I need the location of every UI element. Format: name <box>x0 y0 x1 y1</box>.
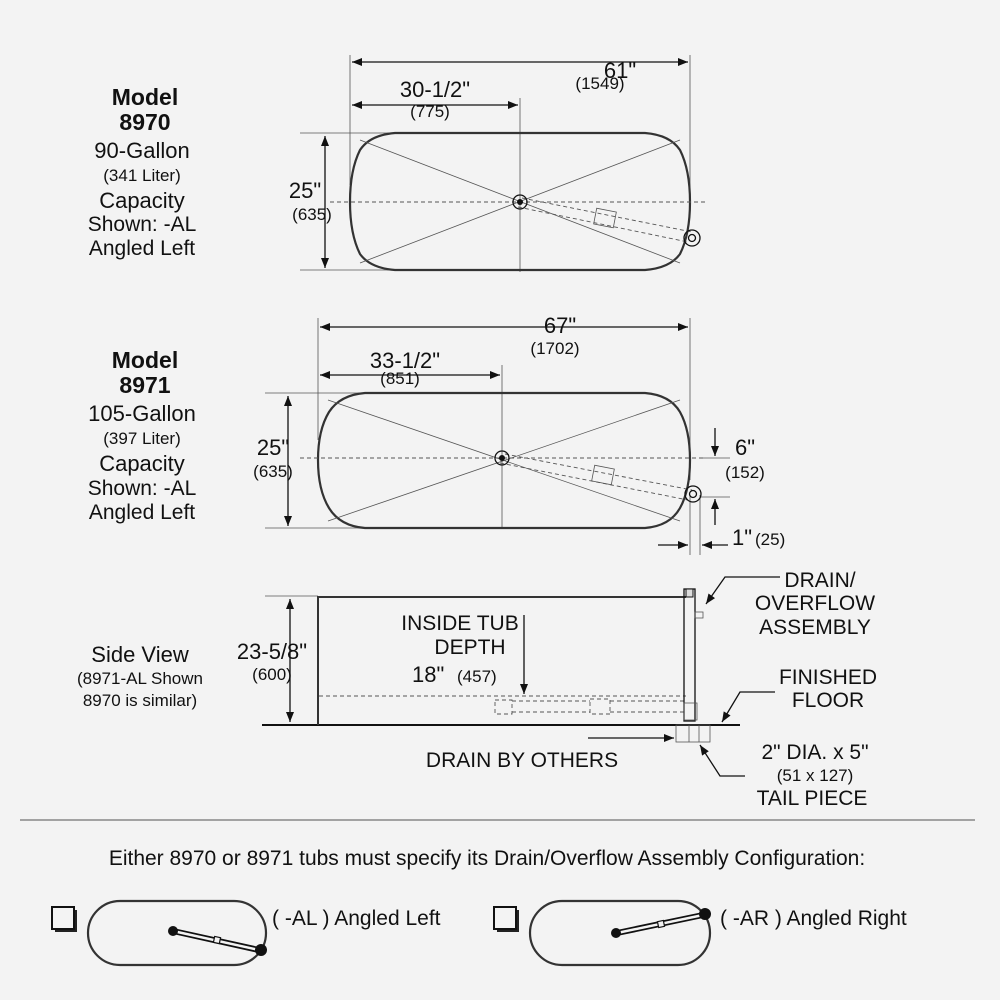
tail-piece-label: TAIL PIECE <box>757 787 868 810</box>
length-mm: (1549) <box>575 74 624 93</box>
tail-piece <box>675 724 711 743</box>
tub-ar-icon <box>528 899 712 967</box>
option-ar-label: ( -AR ) Angled Right <box>720 907 907 930</box>
overflow-icon <box>683 229 701 247</box>
side-view-title: Side View <box>91 642 189 667</box>
model-8971-plan: 67" (1702) 33-1/2" (851) 25" (635) 6" (1… <box>253 313 785 555</box>
width-mm: (635) <box>292 205 332 224</box>
drain-offset-mm: (775) <box>410 102 450 121</box>
drain-offset-dim: 33-1/2" <box>370 348 440 373</box>
capacity-label: Capacity <box>99 188 185 213</box>
overflow-inset-mm: (25) <box>755 530 785 549</box>
depth-label-2: DEPTH <box>434 636 505 659</box>
tub-outline <box>316 391 692 530</box>
drain-icon <box>512 194 528 210</box>
model-number: 8971 <box>119 372 170 398</box>
capacity-liters: (397 Liter) <box>103 429 180 448</box>
option-angled-left[interactable]: ( -AL ) Angled Left <box>51 899 441 967</box>
drain-overflow-label-3: ASSEMBLY <box>759 616 871 639</box>
capacity-gallons: 90-Gallon <box>94 138 189 163</box>
model-number: 8970 <box>119 109 170 135</box>
model-label: Model <box>112 347 178 373</box>
depth-label-1: INSIDE TUB <box>401 612 518 635</box>
tub-al-icon <box>86 899 268 967</box>
height-dim: 23-5/8" <box>237 639 307 664</box>
shown-desc: Angled Left <box>89 237 195 260</box>
model-8970-labels: Model 8970 90-Gallon (341 Liter) Capacit… <box>88 84 197 260</box>
option-angled-right[interactable]: ( -AR ) Angled Right <box>493 899 907 967</box>
model-8971-labels: Model 8971 105-Gallon (397 Liter) Capaci… <box>88 347 197 524</box>
model-8970-plan: 61" (1549) 30-1/2" (775) 25" (635) <box>289 55 705 272</box>
width-dim: 25" <box>257 435 289 460</box>
overflow-icon <box>684 485 702 503</box>
finished-floor-label-2: FLOOR <box>792 689 864 712</box>
shown-desc: Angled Left <box>89 501 195 524</box>
capacity-liters: (341 Liter) <box>103 166 180 185</box>
model-label: Model <box>112 84 178 110</box>
side-view-note-2: 8970 is similar) <box>83 691 197 710</box>
tub-side-outline <box>317 596 686 725</box>
capacity-label: Capacity <box>99 451 185 476</box>
drain-overflow-label-2: OVERFLOW <box>755 592 875 615</box>
checkbox-al[interactable] <box>51 906 75 930</box>
overflow-offset-mm: (152) <box>725 463 765 482</box>
tub-outline <box>348 131 692 272</box>
capacity-gallons: 105-Gallon <box>88 401 196 426</box>
drain-by-others-label: DRAIN BY OTHERS <box>426 749 618 772</box>
drain-overflow-label-1: DRAIN/ <box>784 569 855 592</box>
drain-offset-mm: (851) <box>380 369 420 388</box>
side-view-note-1: (8971-AL Shown <box>77 669 203 688</box>
overflow-offset-dim: 6" <box>735 435 755 460</box>
drain-offset-dim: 30-1/2" <box>400 77 470 102</box>
height-mm: (600) <box>252 665 292 684</box>
tail-piece-dim: 2" DIA. x 5" <box>761 741 868 764</box>
shown-config: Shown: -AL <box>88 477 197 500</box>
depth-value: 18" <box>412 662 444 687</box>
side-view: Side View (8971-AL Shown 8970 is similar… <box>77 569 877 810</box>
length-mm: (1702) <box>530 339 579 358</box>
option-al-label: ( -AL ) Angled Left <box>272 907 441 930</box>
depth-mm: (457) <box>457 667 497 686</box>
length-dim: 61" <box>604 58 636 83</box>
drain-icon <box>494 450 510 466</box>
tail-piece-mm: (51 x 127) <box>777 766 854 785</box>
length-dim: 67" <box>544 313 576 338</box>
drain-overflow-pipe <box>683 588 696 722</box>
width-dim: 25" <box>289 178 321 203</box>
shown-config: Shown: -AL <box>88 213 197 236</box>
checkbox-ar[interactable] <box>493 906 517 930</box>
overflow-inset-dim: 1" <box>732 525 752 550</box>
finished-floor-label-1: FINISHED <box>779 666 877 689</box>
width-mm: (635) <box>253 462 293 481</box>
config-instruction: Either 8970 or 8971 tubs must specify it… <box>109 847 865 870</box>
